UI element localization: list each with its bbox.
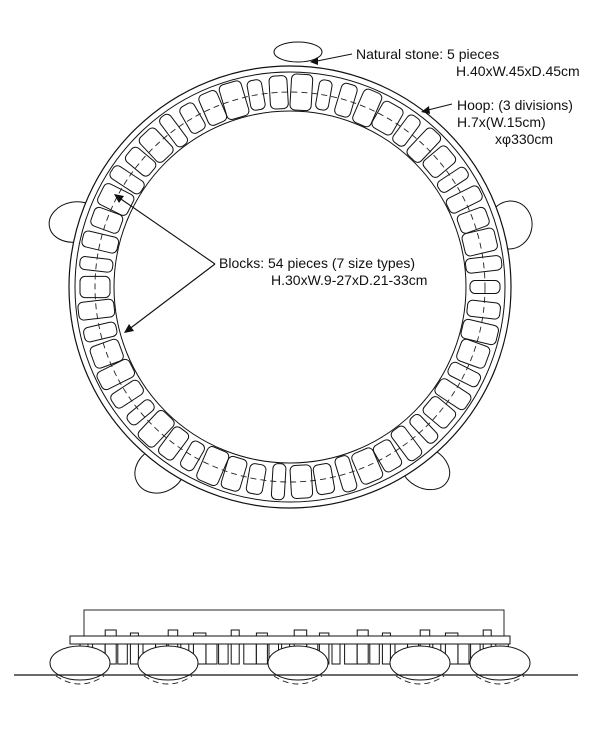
elevation-block bbox=[381, 632, 391, 665]
elevation-block bbox=[205, 641, 218, 665]
buried-stone-outline bbox=[55, 675, 105, 685]
plan-view bbox=[48, 41, 533, 509]
buried-stone-outline bbox=[395, 675, 445, 685]
elevation-block bbox=[457, 641, 470, 665]
elevation-stone bbox=[49, 645, 111, 681]
elevation-block bbox=[255, 632, 268, 665]
elevation-block bbox=[356, 629, 369, 665]
blocks-label: Blocks: 54 pieces (7 size types) bbox=[219, 255, 415, 271]
buried-stone-outline bbox=[475, 675, 525, 685]
hoop-label: Hoop: (3 divisions) bbox=[457, 97, 573, 113]
buried-stone-outline bbox=[273, 675, 323, 685]
elevation-stone bbox=[389, 645, 451, 681]
plan-blocks bbox=[77, 73, 503, 501]
blocks-leader-upper bbox=[117, 196, 216, 265]
hoop-centerline bbox=[94, 91, 486, 483]
block bbox=[352, 88, 383, 128]
hoop-diameter: xφ330cm bbox=[495, 131, 553, 147]
elevation-stone bbox=[267, 645, 329, 681]
elevation-buried-stones bbox=[55, 675, 525, 685]
elevation-block bbox=[331, 641, 341, 665]
blocks-arrow-lower bbox=[124, 324, 134, 333]
natural-stone-size: H.40xW.45xD.45cm bbox=[456, 63, 580, 79]
block bbox=[124, 146, 157, 177]
elevation-block bbox=[230, 629, 240, 665]
blocks-arrow-upper bbox=[114, 194, 124, 203]
ring-inner-edge bbox=[113, 110, 467, 464]
block bbox=[268, 75, 289, 110]
natural-stone-arrow bbox=[310, 57, 318, 65]
elevation-view bbox=[14, 609, 578, 685]
leader-lines bbox=[114, 53, 453, 333]
elevation-block bbox=[129, 632, 139, 665]
block bbox=[422, 145, 457, 178]
block bbox=[198, 89, 228, 126]
natural-stone-leader bbox=[311, 53, 353, 63]
blocks-leader-lower bbox=[127, 263, 216, 331]
natural-stone bbox=[273, 41, 323, 63]
elevation-stone bbox=[469, 645, 531, 681]
elevation-stones bbox=[49, 645, 531, 681]
block bbox=[456, 206, 490, 234]
block bbox=[77, 298, 116, 321]
block bbox=[456, 338, 491, 369]
hoop-size: H.7x(W.15cm) bbox=[457, 114, 546, 130]
buried-stone-outline bbox=[143, 675, 193, 685]
elevation-block bbox=[104, 629, 117, 665]
natural-stone-label: Natural stone: 5 pieces bbox=[356, 46, 499, 62]
elevation-stone bbox=[137, 645, 199, 681]
elevation-hoop bbox=[69, 635, 511, 645]
hoop-arrow bbox=[421, 106, 430, 114]
blocks-size: H.30xW.9-27xD.21-33cm bbox=[271, 272, 427, 288]
